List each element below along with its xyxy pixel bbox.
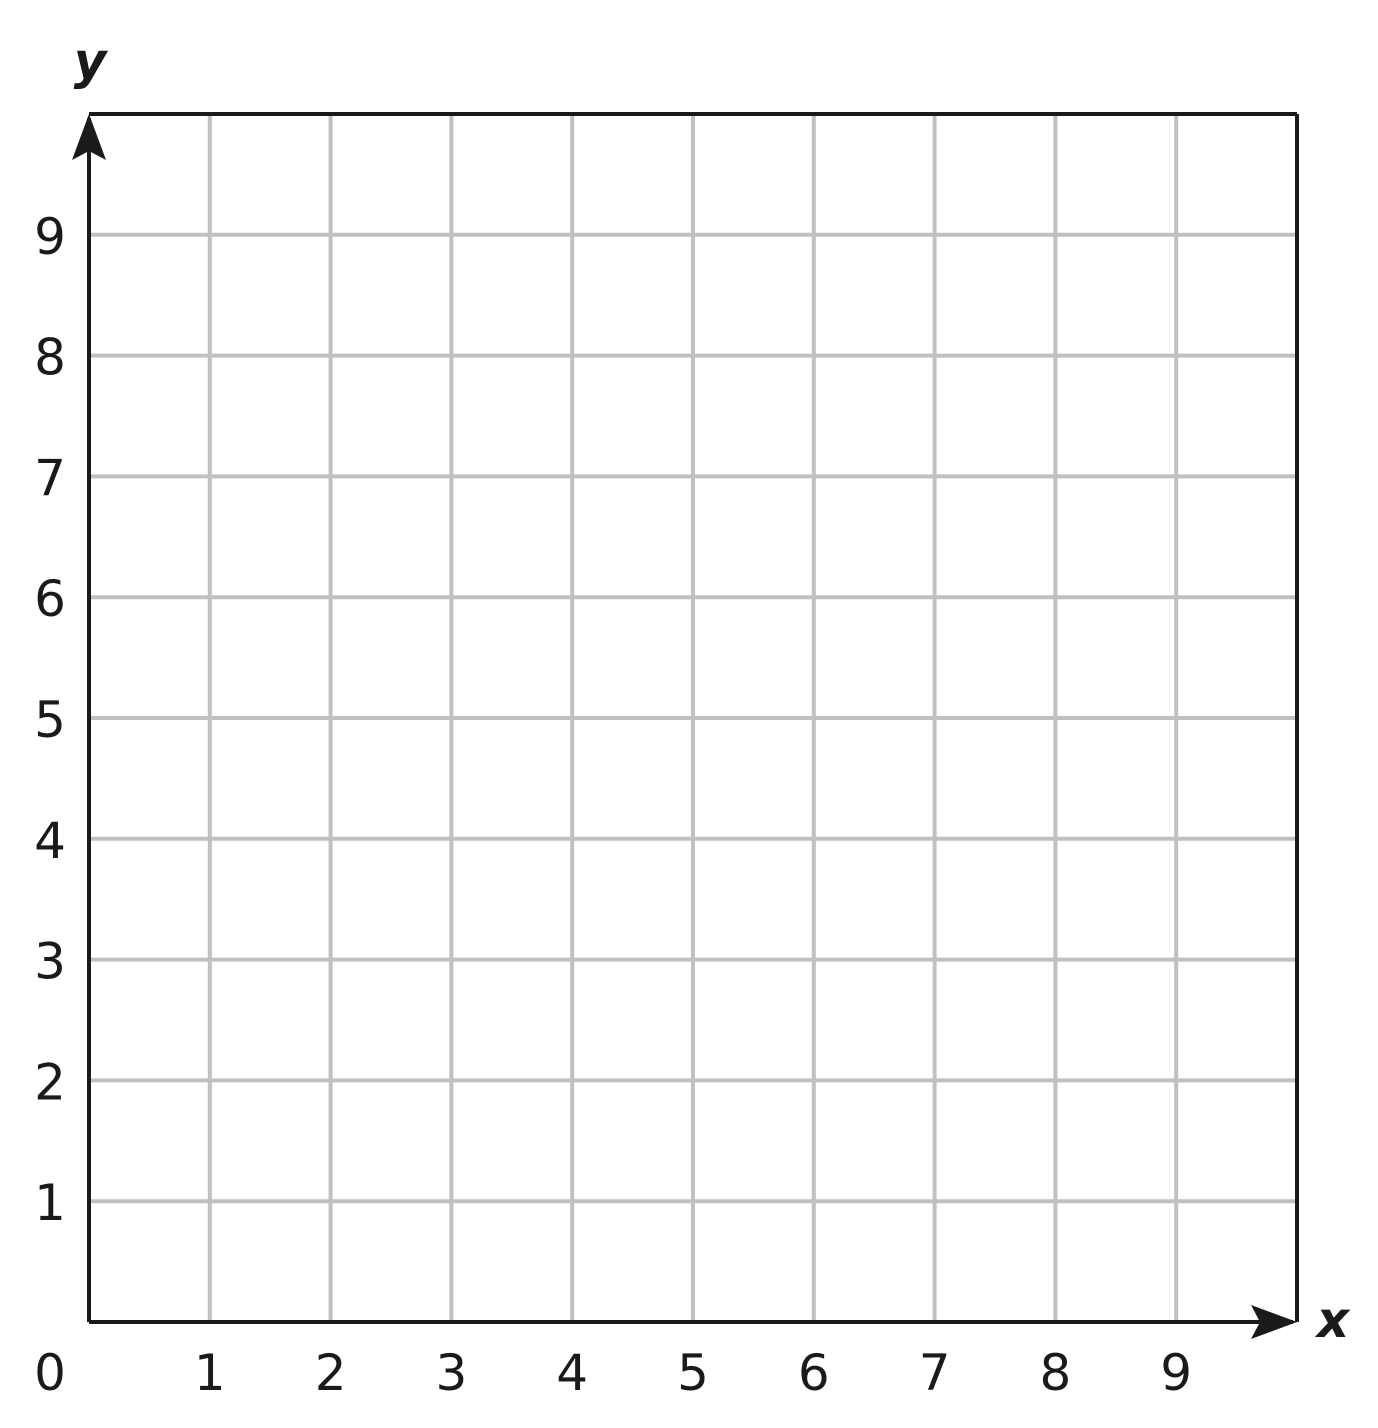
y-tick-label-7: 7 [34,449,66,507]
x-tick-label-5: 5 [677,1344,709,1402]
y-axis-arrowhead [72,114,106,160]
axes [72,112,1299,1339]
x-tick-label-9: 9 [1160,1344,1192,1402]
x-tick-label-1: 1 [194,1344,226,1402]
grid-lines [89,114,1297,1322]
y-tick-labels: 1 2 3 4 5 6 7 8 9 [34,208,66,1232]
y-tick-label-9: 9 [34,208,66,266]
y-tick-label-4: 4 [34,812,66,870]
y-tick-label-1: 1 [34,1174,66,1232]
origin-label: 0 [34,1344,66,1402]
x-tick-label-4: 4 [556,1344,588,1402]
x-tick-labels: 1 2 3 4 5 6 7 8 9 [194,1344,1192,1402]
y-tick-label-3: 3 [34,933,66,991]
x-tick-label-6: 6 [798,1344,830,1402]
y-tick-label-6: 6 [34,570,66,628]
y-axis-label: y [74,32,109,90]
x-tick-label-8: 8 [1039,1344,1071,1402]
x-axis-label: x [1314,1291,1351,1349]
y-tick-label-5: 5 [34,691,66,749]
x-tick-label-7: 7 [919,1344,951,1402]
y-tick-label-2: 2 [34,1053,66,1111]
x-tick-label-2: 2 [315,1344,347,1402]
y-tick-label-8: 8 [34,329,66,387]
x-axis-arrowhead [1251,1305,1297,1339]
x-tick-label-3: 3 [435,1344,467,1402]
